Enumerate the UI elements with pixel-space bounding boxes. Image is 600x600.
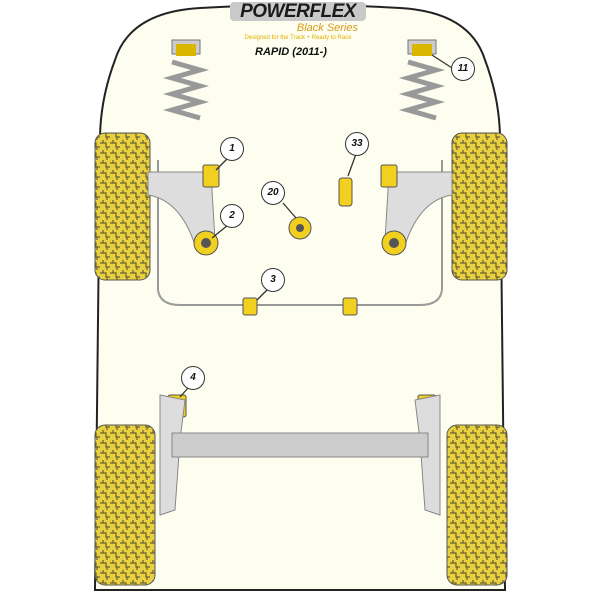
bush-33 xyxy=(338,177,353,207)
callout-4: 4 xyxy=(181,366,205,390)
callout-11: 11 xyxy=(451,57,475,81)
logo-series: Black Series xyxy=(296,22,358,34)
bush-1-right xyxy=(380,164,398,188)
front-left-wishbone xyxy=(147,171,216,246)
bush-1-left xyxy=(202,164,220,188)
model-title: RAPID (2011-) xyxy=(255,46,327,58)
callout-20: 20 xyxy=(261,181,285,205)
front-subframe xyxy=(157,160,443,306)
callout-3: 3 xyxy=(261,268,285,292)
front-right-spring xyxy=(398,39,446,121)
front-left-wheel xyxy=(94,132,151,281)
callout-1: 1 xyxy=(220,137,244,161)
powerflex-logo: POWERFLEX Black Series Designed for the … xyxy=(230,2,366,42)
front-right-wishbone xyxy=(384,171,453,246)
logo-brand: POWERFLEX xyxy=(230,2,366,21)
bush-3-left xyxy=(242,297,258,316)
callout-33: 33 xyxy=(345,132,369,156)
front-right-wheel xyxy=(451,132,508,281)
bush-3-right xyxy=(342,297,358,316)
front-left-spring xyxy=(162,39,210,121)
rear-right-wheel xyxy=(446,424,508,586)
callout-2: 2 xyxy=(220,204,244,228)
logo-tagline: Designed for the Track + Ready to Race xyxy=(244,35,352,41)
car-body-outline xyxy=(93,4,507,591)
rear-left-wheel xyxy=(94,424,156,586)
rear-beam xyxy=(171,432,429,458)
